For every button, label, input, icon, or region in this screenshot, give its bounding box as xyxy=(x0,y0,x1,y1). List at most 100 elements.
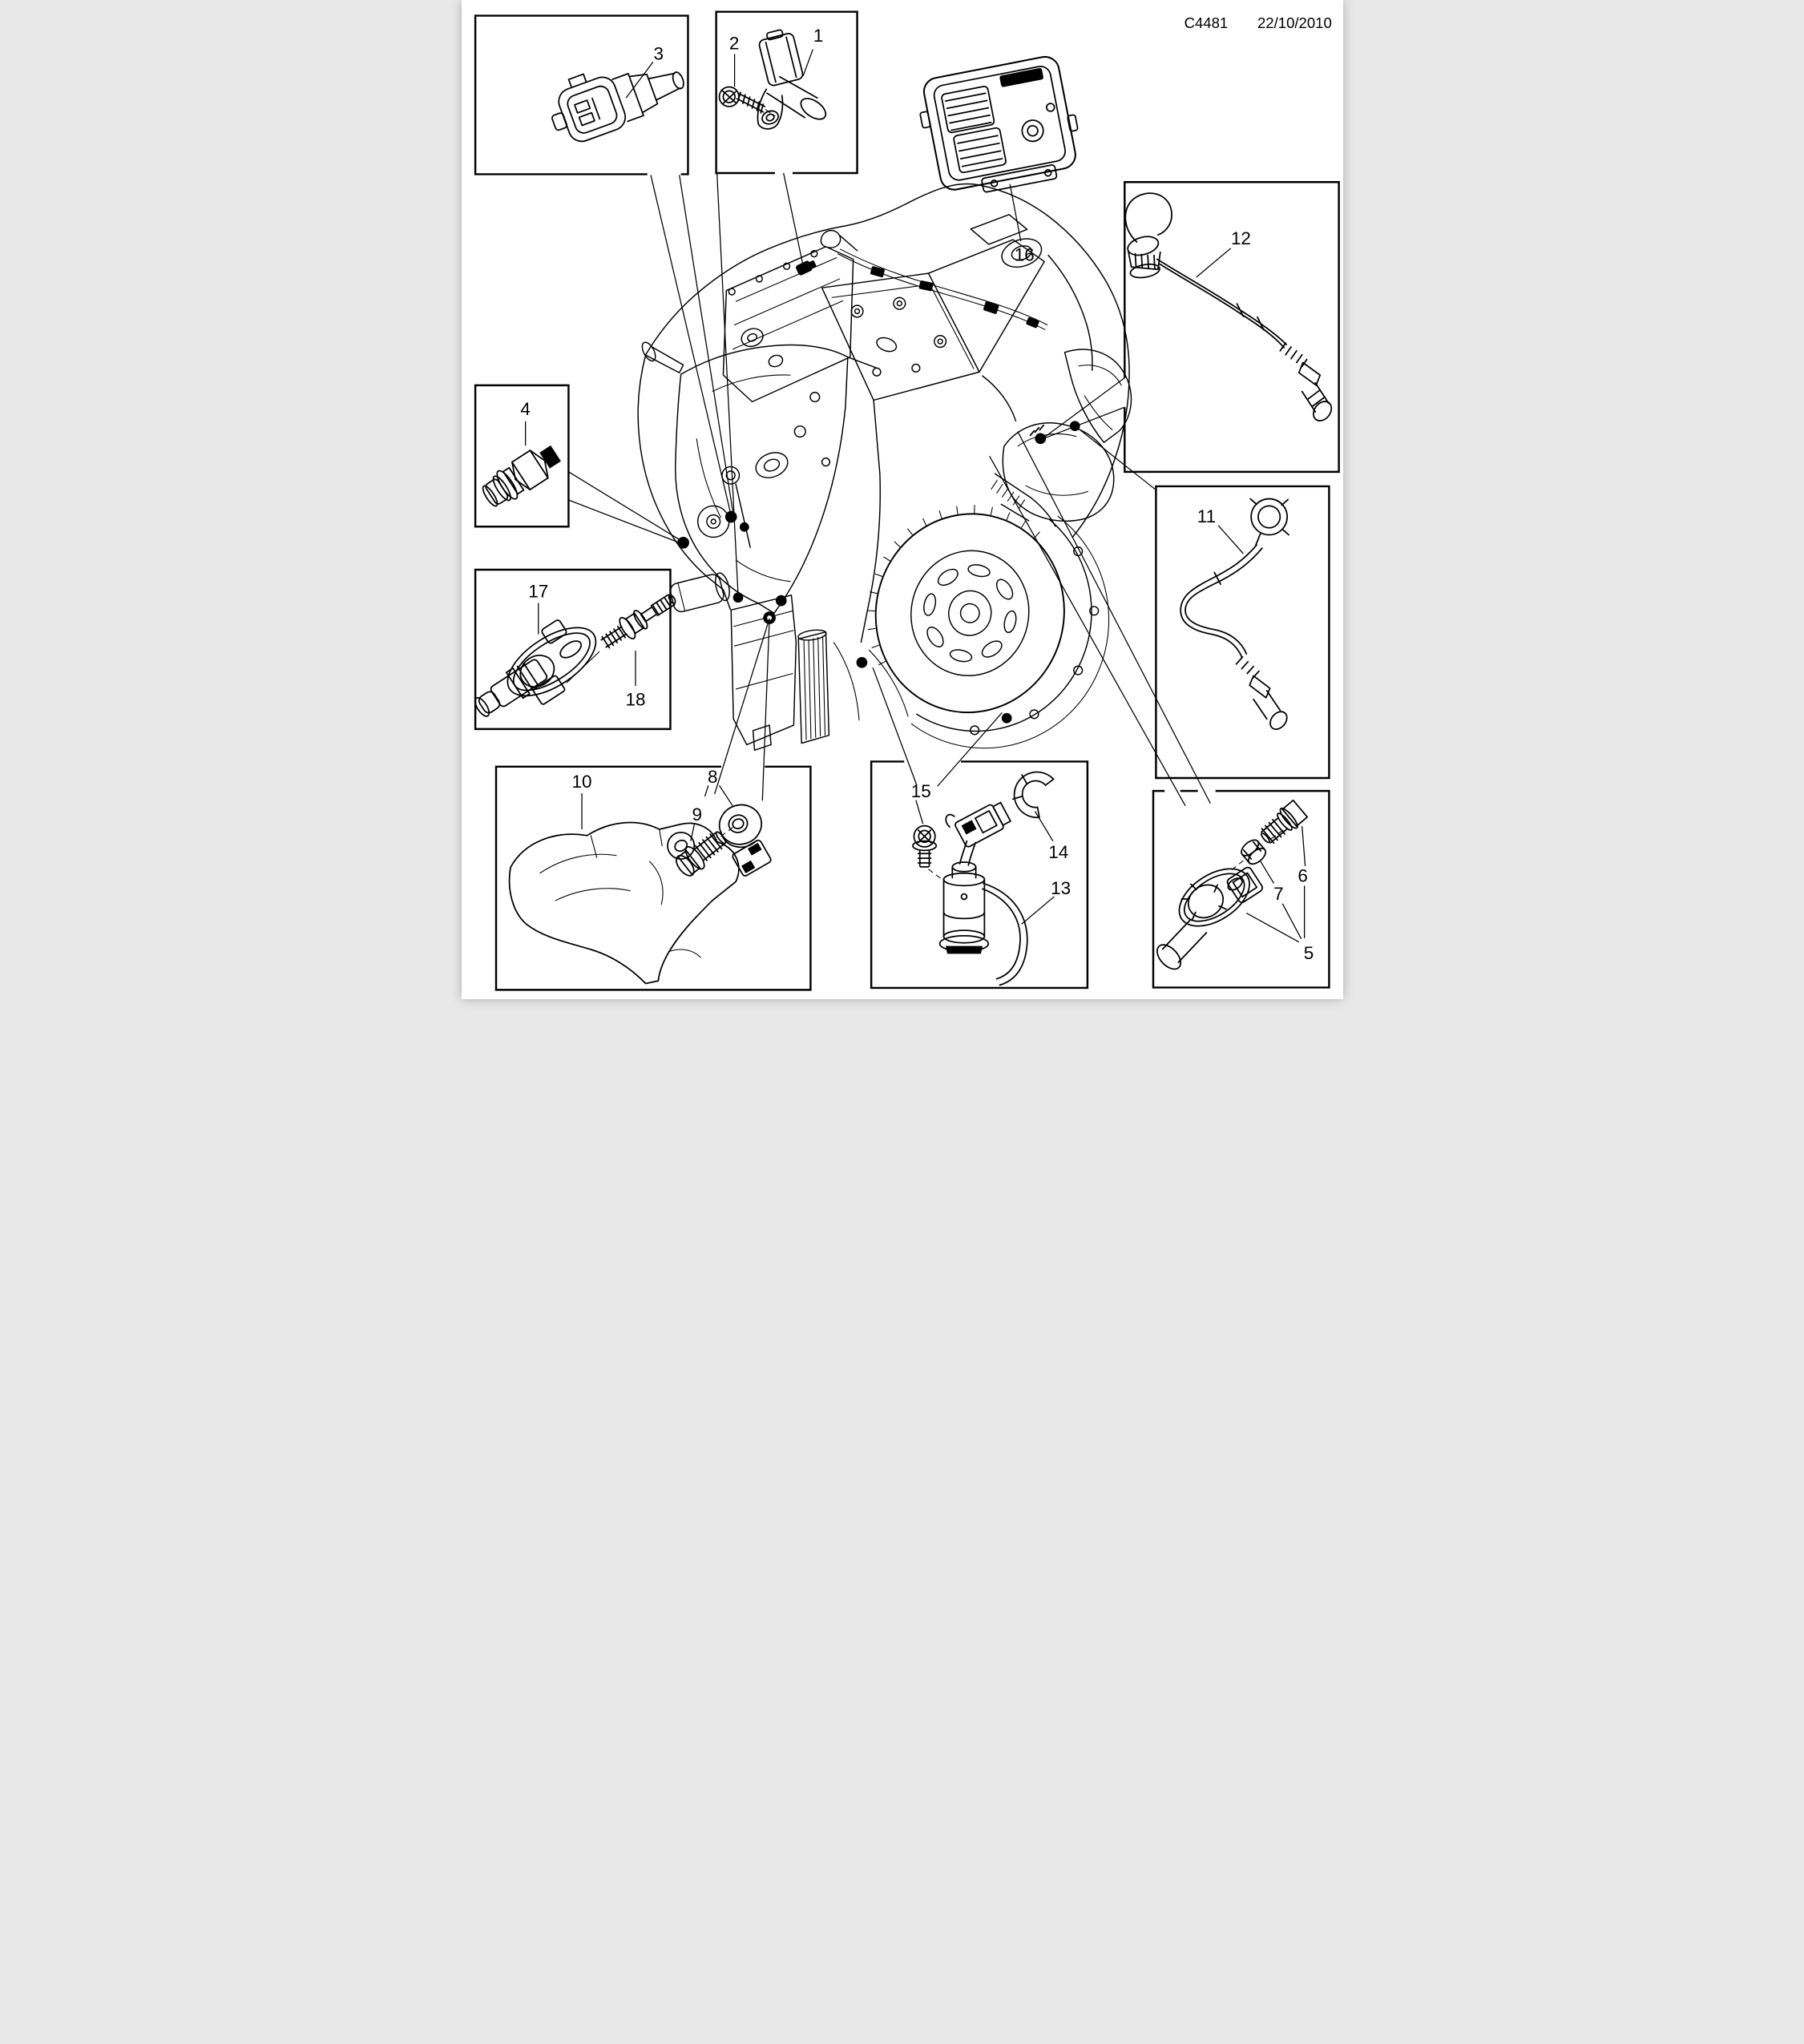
flywheel xyxy=(866,505,1065,714)
leader-label-1 xyxy=(802,49,813,77)
part-5-axis-line xyxy=(1230,829,1284,871)
leader-label-12 xyxy=(1195,248,1231,278)
leader-box13-solenoid xyxy=(872,667,1003,787)
part-4-group: 4 xyxy=(482,399,561,507)
engine-sensor-locations xyxy=(676,260,1080,724)
callout-1: 1 xyxy=(813,26,823,46)
part-4-drawing xyxy=(482,445,561,507)
part-16-group: 16 xyxy=(918,55,1078,264)
parts-8-9-10-group: 10 9 8 xyxy=(508,767,772,985)
leader-box3-b xyxy=(678,175,735,521)
box-parts-17-18 xyxy=(474,568,672,731)
leader-box12 xyxy=(1040,377,1125,440)
callout-4: 4 xyxy=(520,399,531,419)
box-parts-5-6-7 xyxy=(1152,789,1330,989)
leader-label-6 xyxy=(1301,826,1306,938)
block-edge xyxy=(846,356,881,643)
leader-label-15 xyxy=(914,800,923,824)
parts-diagram-page: C4481 22/10/2010 xyxy=(461,0,1343,999)
part-10-drawing xyxy=(508,821,740,985)
timing-cover xyxy=(674,344,849,614)
callout-18: 18 xyxy=(625,690,645,710)
wiring-harness xyxy=(837,248,1047,330)
part-3-drawing xyxy=(551,71,684,143)
callout-13: 13 xyxy=(1051,878,1071,898)
part-15-drawing xyxy=(911,824,937,868)
callout-14: 14 xyxy=(1048,842,1068,862)
callout-10: 10 xyxy=(571,772,591,792)
callout-12: 12 xyxy=(1230,228,1250,248)
part-11-drawing xyxy=(1179,498,1289,730)
leader-label-7 xyxy=(1259,861,1302,940)
leader-box8-knock xyxy=(713,618,770,801)
leader-box11 xyxy=(1075,426,1156,491)
part-9-drawing xyxy=(675,831,726,877)
box-part-3 xyxy=(474,14,689,175)
leader-label-14 xyxy=(1034,811,1053,841)
leader-label-13 xyxy=(1020,896,1055,925)
part-16-drawing xyxy=(918,55,1078,193)
throttle-body xyxy=(927,214,1045,373)
engine-illustration xyxy=(636,183,1132,752)
box-part-4 xyxy=(474,384,570,528)
page-background xyxy=(461,0,1343,999)
callout-8: 8 xyxy=(707,767,717,787)
callout-2: 2 xyxy=(728,34,739,54)
part-1-drawing xyxy=(757,29,826,130)
callout-9: 9 xyxy=(692,804,702,824)
bellhousing-flange xyxy=(910,515,1109,749)
coolant-pipe xyxy=(641,341,684,373)
callout-boxes xyxy=(474,10,1340,991)
leader-label-8 xyxy=(704,784,733,807)
part-18-drawing xyxy=(600,594,676,649)
oil-pan xyxy=(729,595,797,752)
leader-box3-a xyxy=(649,175,732,516)
part-9-axis-line xyxy=(720,826,733,837)
parts-17-18-group: 17 18 xyxy=(474,582,676,717)
leader-box1-2-a xyxy=(716,172,739,595)
part-14-drawing xyxy=(1011,771,1054,819)
part-5-drawing xyxy=(1156,866,1263,970)
part-6-drawing xyxy=(1260,799,1308,845)
leader-box5-crank-sensor xyxy=(988,431,1211,806)
oil-filter xyxy=(797,629,829,744)
leader-label-3 xyxy=(625,61,653,99)
leader-box1-2-b xyxy=(782,172,805,270)
part-17-drawing xyxy=(474,619,596,717)
leader-box4 xyxy=(567,471,683,545)
callout-3: 3 xyxy=(653,43,664,63)
box-parts-8-9-10 xyxy=(494,765,812,991)
part-13-drawing xyxy=(938,801,1028,986)
part-3-group: 3 xyxy=(551,43,684,143)
box-parts-1-2 xyxy=(714,10,858,175)
parts-13-14-15-group: 15 14 13 xyxy=(910,771,1071,986)
callout-7: 7 xyxy=(1273,884,1284,904)
lift-hook xyxy=(820,229,858,252)
block-detail xyxy=(833,642,909,721)
box-part-12 xyxy=(1123,181,1340,474)
box-part-11 xyxy=(1154,485,1330,780)
callout-6: 6 xyxy=(1298,865,1308,885)
figure-code: C4481 xyxy=(1184,14,1228,31)
parts-5-6-7-group: 6 7 5 xyxy=(1156,799,1314,970)
leader-label-5 xyxy=(1245,913,1299,943)
callout-16: 16 xyxy=(1014,244,1034,264)
part-8-drawing xyxy=(718,804,772,877)
part-2-drawing xyxy=(718,86,775,117)
leader-part16 xyxy=(1009,183,1021,242)
engine-sensors-parts-diagram: C4481 22/10/2010 xyxy=(461,0,1343,999)
figure-date: 22/10/2010 xyxy=(1257,14,1331,31)
part-12-group: 12 xyxy=(1124,192,1332,421)
box-parts-13-14-15 xyxy=(870,760,1088,990)
header: C4481 22/10/2010 xyxy=(1184,14,1331,31)
callout-11: 11 xyxy=(1197,506,1215,526)
part-12-drawing xyxy=(1124,192,1332,421)
leader-lines xyxy=(567,172,1211,806)
part-7-drawing xyxy=(1240,839,1266,865)
callout-17: 17 xyxy=(528,582,548,602)
part-11-group: 11 xyxy=(1179,498,1289,730)
leader-label-11 xyxy=(1217,525,1244,554)
part-18-axis-line xyxy=(566,651,599,683)
starter-motor xyxy=(669,572,730,613)
leader-label-9 xyxy=(689,823,695,841)
